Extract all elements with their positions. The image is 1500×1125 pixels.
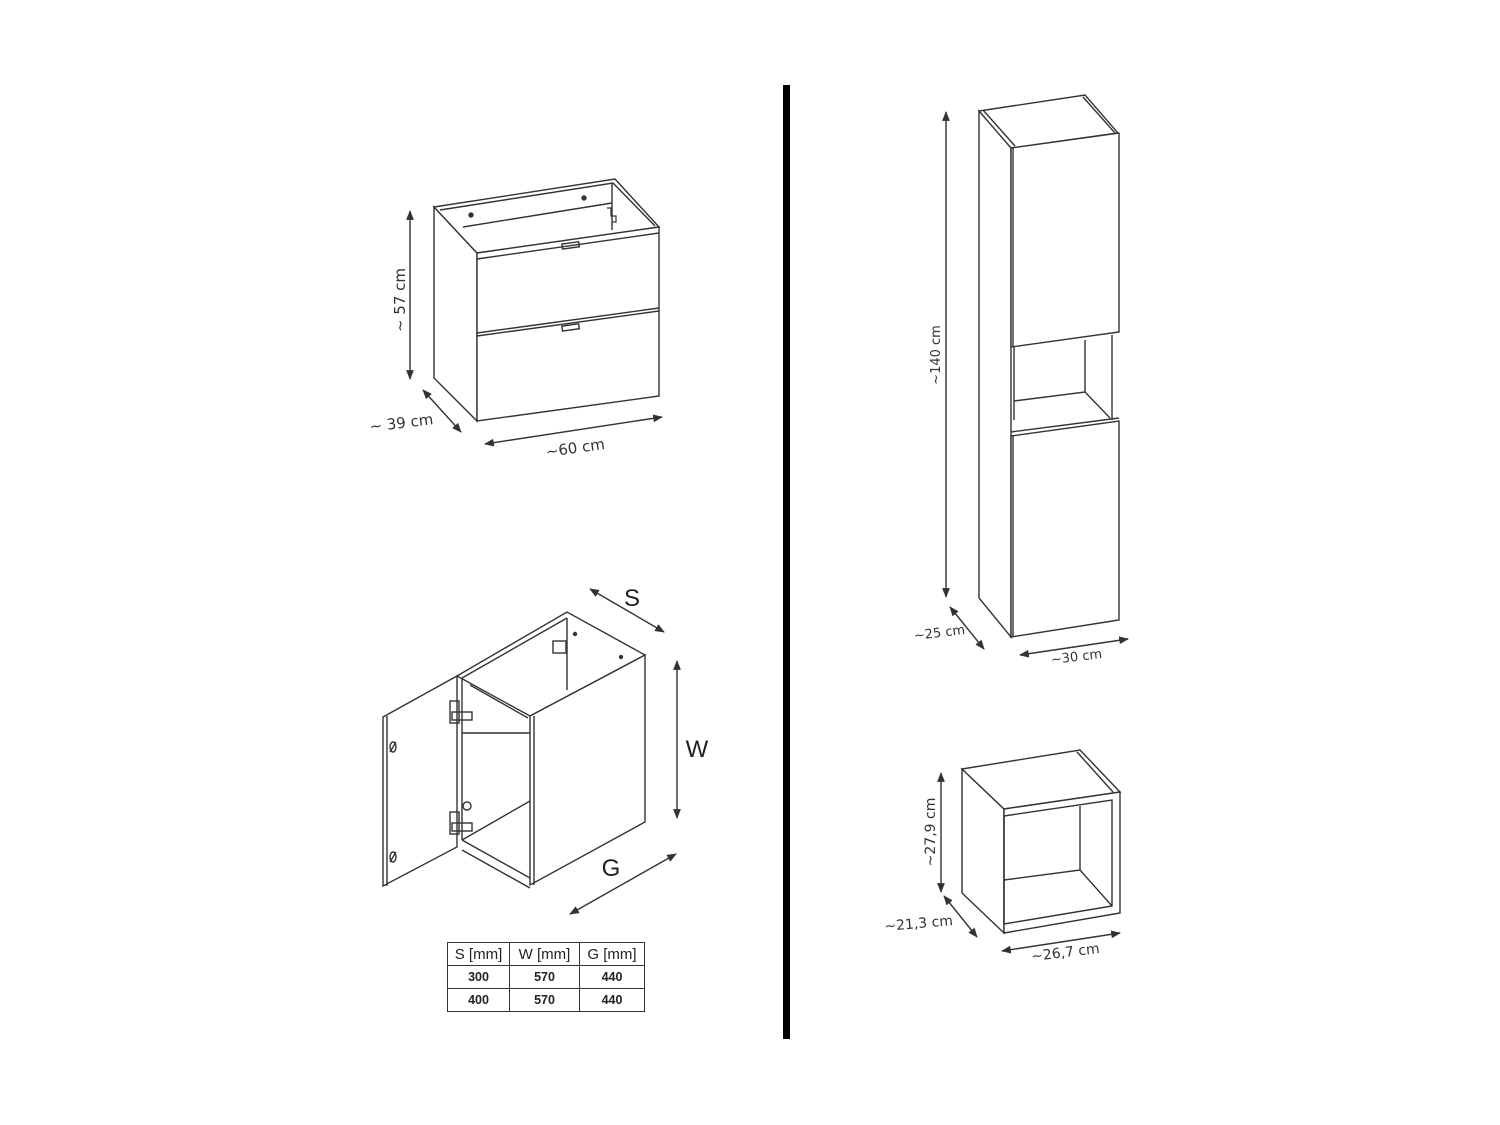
cell-w: 570 — [509, 965, 580, 989]
base-depth-label: S — [624, 585, 640, 612]
base-cabinet-drawing — [382, 588, 681, 915]
cube-depth-label: ~21,3 cm — [884, 913, 954, 935]
tall-width-label: ~30 cm — [1050, 647, 1103, 668]
tall-cabinet-drawing — [942, 94, 1129, 658]
dimension-spec-table: S [mm] W [mm] G [mm] 300 570 440 400 570… — [447, 942, 645, 1012]
cell-s: 400 — [447, 988, 510, 1012]
vertical-divider — [783, 85, 790, 1039]
base-width-label: G — [602, 855, 621, 882]
cell-w: 570 — [509, 988, 580, 1012]
vanity-width-label: ~60 cm — [545, 435, 606, 461]
cube-shelf-drawing — [937, 749, 1122, 954]
cell-g: 440 — [579, 988, 645, 1012]
base-height-label: W — [686, 736, 709, 763]
vanity-cabinet-drawing — [406, 178, 663, 447]
cube-height-label: ~27,9 cm — [923, 798, 939, 867]
header-w: W [mm] — [509, 942, 580, 966]
table-row: 300 570 440 — [447, 965, 645, 989]
tall-depth-label: ~25 cm — [913, 623, 966, 644]
vanity-height-label: ~ 57 cm — [391, 268, 409, 332]
table-row: 400 570 440 — [447, 988, 645, 1012]
header-g: G [mm] — [579, 942, 645, 966]
vanity-depth-label: ~ 39 cm — [369, 410, 435, 436]
table-header-row: S [mm] W [mm] G [mm] — [447, 942, 645, 966]
header-s: S [mm] — [447, 942, 510, 966]
cell-g: 440 — [579, 965, 645, 989]
cell-s: 300 — [447, 965, 510, 989]
tall-height-label: ~140 cm — [929, 325, 944, 385]
